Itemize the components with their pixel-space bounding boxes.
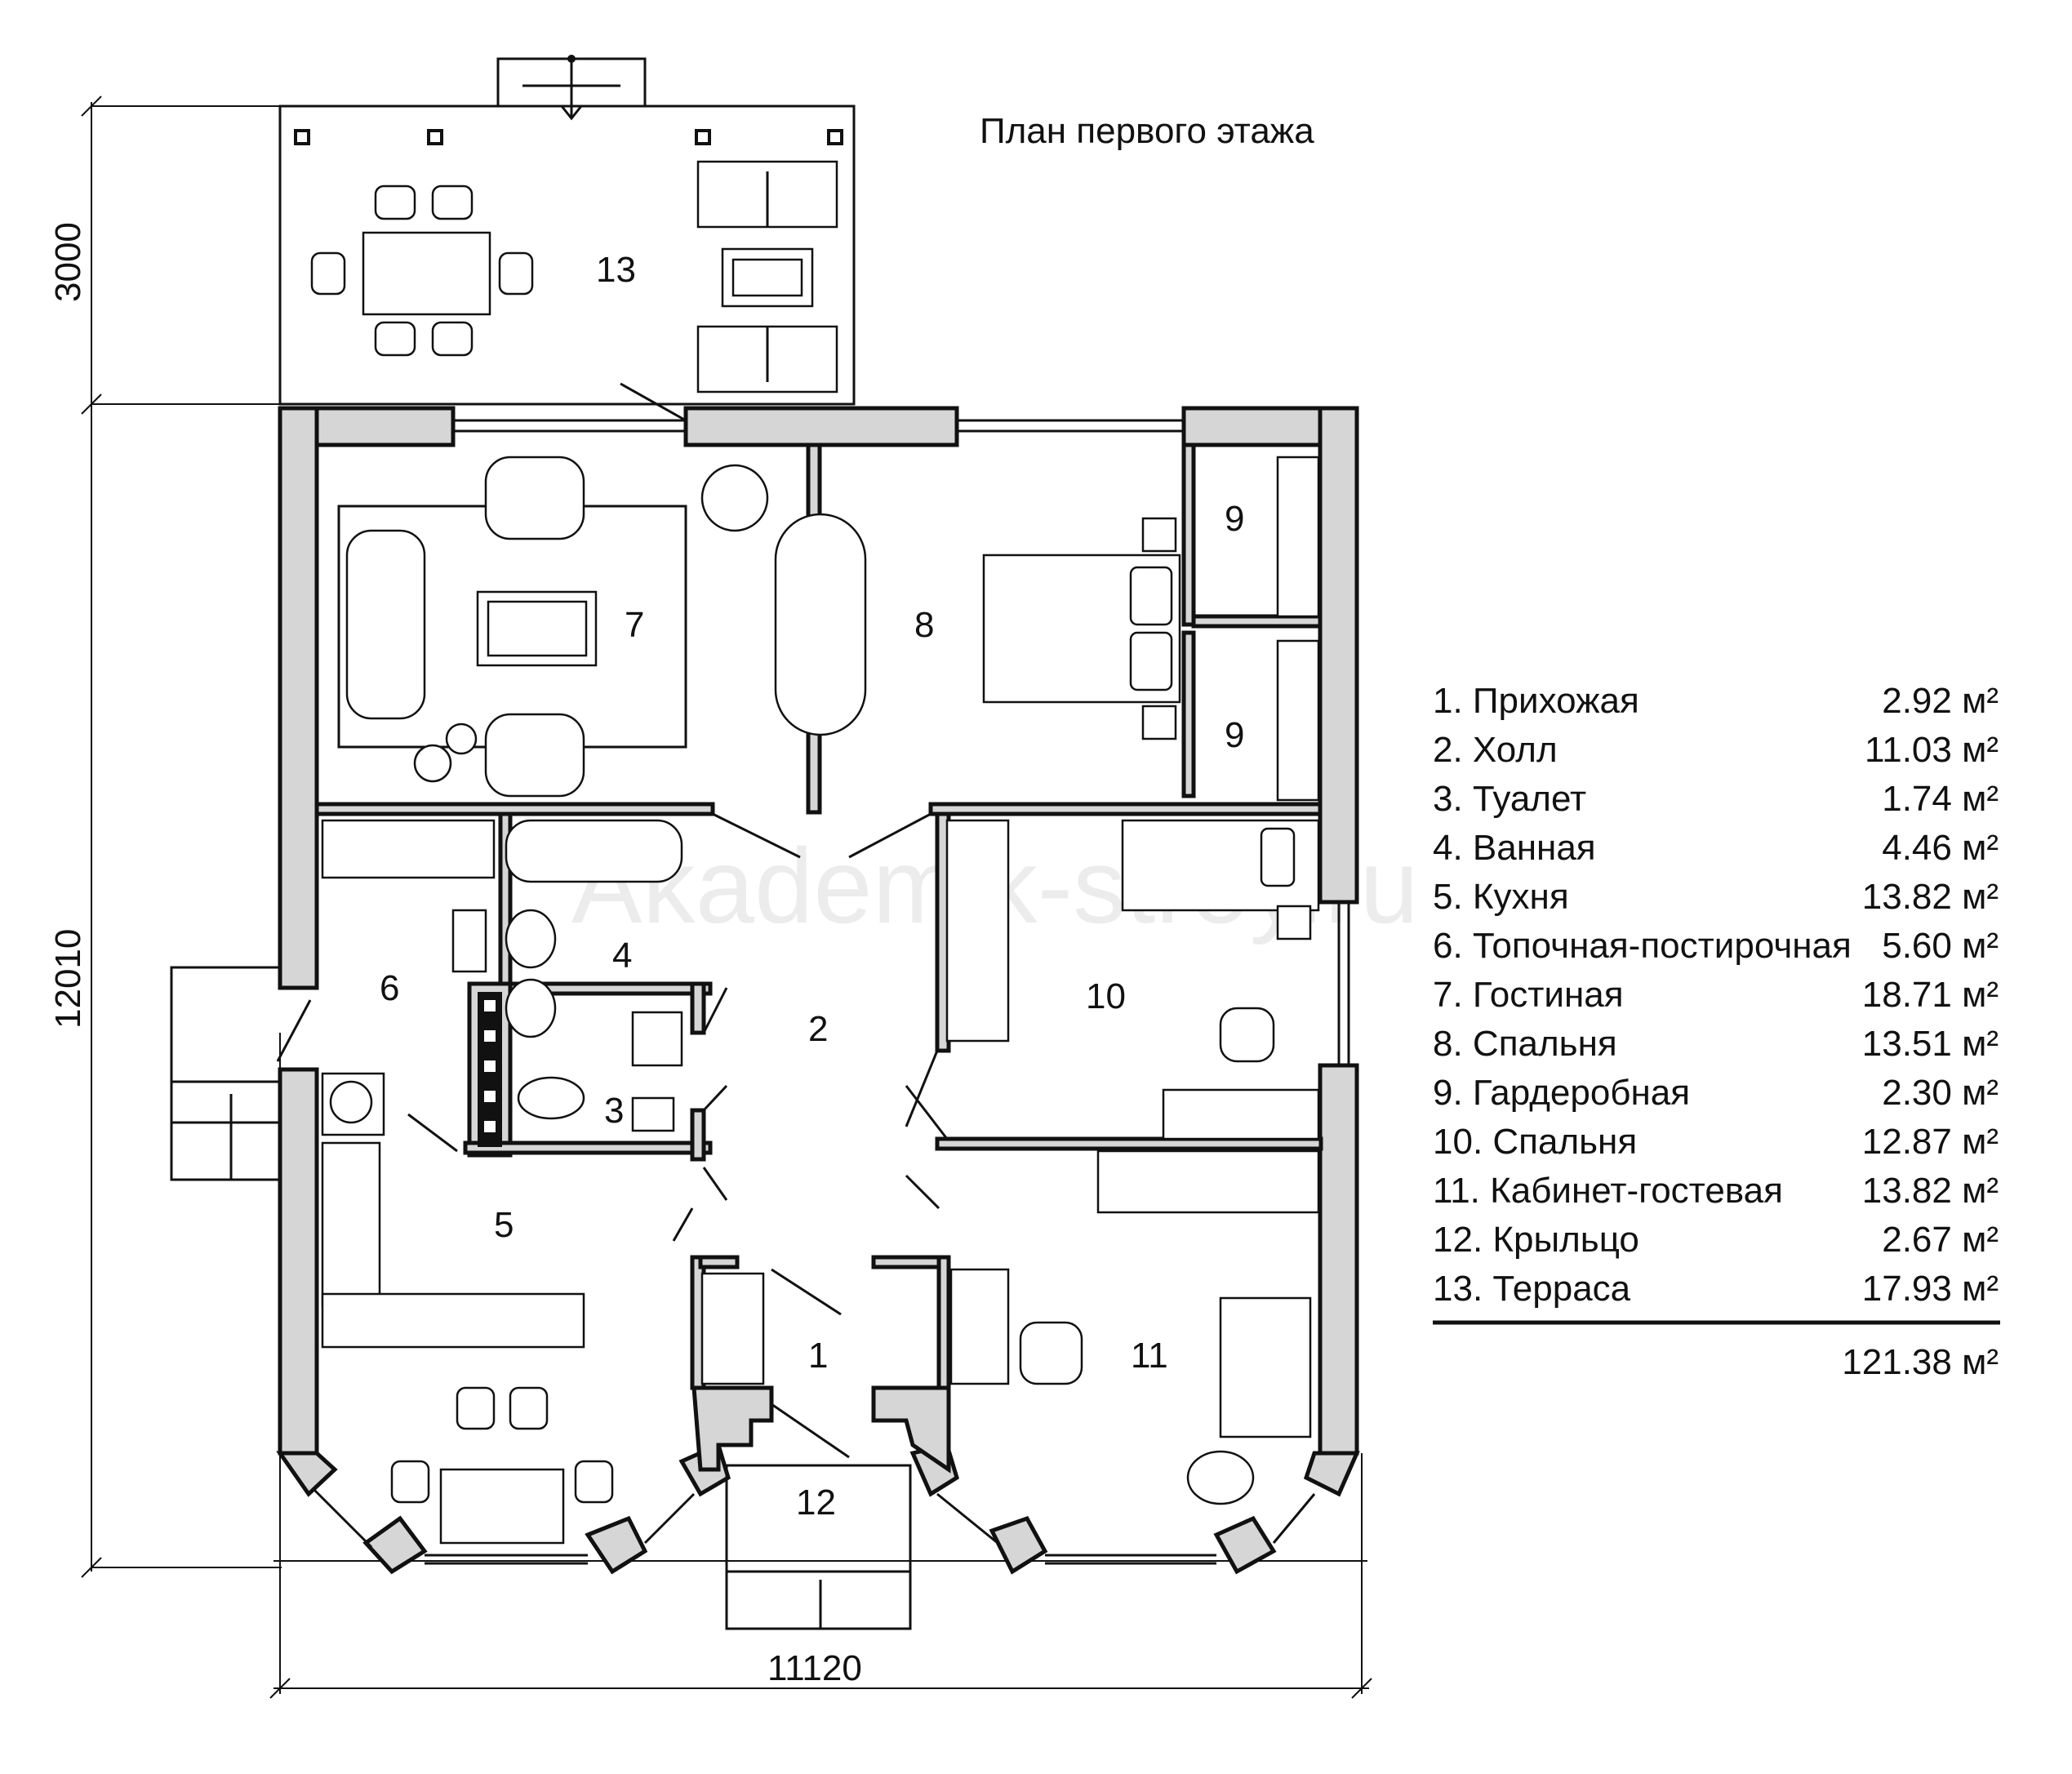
legend-item-name: 4. Ванная — [1433, 828, 1596, 868]
room-3-label: 3 — [604, 1091, 624, 1131]
room-7-label: 7 — [625, 605, 644, 645]
legend-item-name: 12. Крыльцо — [1433, 1220, 1639, 1260]
legend-item-area: 5.60 м² — [1882, 926, 1999, 966]
dimension-height: 12010 — [48, 929, 88, 1029]
legend-item-area: 2.67 м² — [1882, 1220, 1999, 1260]
legend-item-name: 13. Терраса — [1433, 1269, 1631, 1309]
room-2-label: 2 — [808, 1009, 828, 1049]
plan-title: План первого этажа — [980, 111, 1314, 151]
dimension-width: 11120 — [767, 1648, 862, 1688]
room-13-label: 13 — [596, 250, 636, 290]
exterior-walls — [276, 406, 1360, 1575]
room-12-label: 12 — [796, 1483, 836, 1523]
legend-item-area: 13.51 м² — [1862, 1024, 1999, 1064]
legend-item-area: 2.30 м² — [1882, 1073, 1999, 1113]
legend-item-area: 13.82 м² — [1862, 877, 1999, 917]
room-11-label: 11 — [1131, 1336, 1168, 1376]
legend-item-area: 2.92 м² — [1882, 681, 1999, 721]
room-10-label: 10 — [1086, 976, 1126, 1016]
legend-item-name: 6. Топочная-постирочная — [1433, 926, 1852, 966]
legend-item-name: 1. Прихожая — [1433, 681, 1639, 721]
legend-item-name: 9. Гардеробная — [1433, 1073, 1690, 1113]
legend-item-name: 3. Туалет — [1433, 779, 1586, 819]
room-9a-label: 9 — [1225, 499, 1244, 539]
legend-item-name: 7. Гостиная — [1433, 975, 1624, 1015]
legend-item-name: 11. Кабинет-гостевая — [1433, 1171, 1783, 1211]
legend-item-area: 12.87 м² — [1862, 1122, 1999, 1162]
legend-item-name: 8. Спальня — [1433, 1024, 1617, 1064]
dimension-terrace: 3000 — [48, 222, 88, 302]
room-5-label: 5 — [494, 1205, 514, 1245]
legend-item-name: 5. Кухня — [1433, 877, 1569, 917]
legend-item-area: 18.71 м² — [1862, 975, 1999, 1015]
room-6-label: 6 — [380, 968, 399, 1008]
legend-item-area: 1.74 м² — [1882, 779, 1999, 819]
legend-item-area: 13.82 м² — [1862, 1171, 1999, 1211]
interior-walls — [276, 382, 1323, 1459]
terrace-area — [278, 55, 856, 406]
legend: 1. Прихожая 2.92 м² 2. Холл 11.03 м² 3. Туал… — [1433, 681, 1999, 1309]
room-4-label: 4 — [612, 936, 632, 976]
legend-item-area: 4.46 м² — [1882, 828, 1999, 868]
room-8-label: 8 — [914, 605, 934, 645]
room-9b-label: 9 — [1225, 715, 1244, 755]
legend-item-area: 11.03 м² — [1865, 730, 1999, 770]
furniture — [170, 456, 1320, 1630]
legend-total: 121.38 м² — [1842, 1342, 1999, 1382]
legend-item-name: 10. Спальня — [1433, 1122, 1637, 1162]
room-1-label: 1 — [808, 1336, 828, 1376]
legend-item-area: 17.93 м² — [1862, 1269, 1999, 1309]
legend-item-name: 2. Холл — [1433, 730, 1558, 770]
